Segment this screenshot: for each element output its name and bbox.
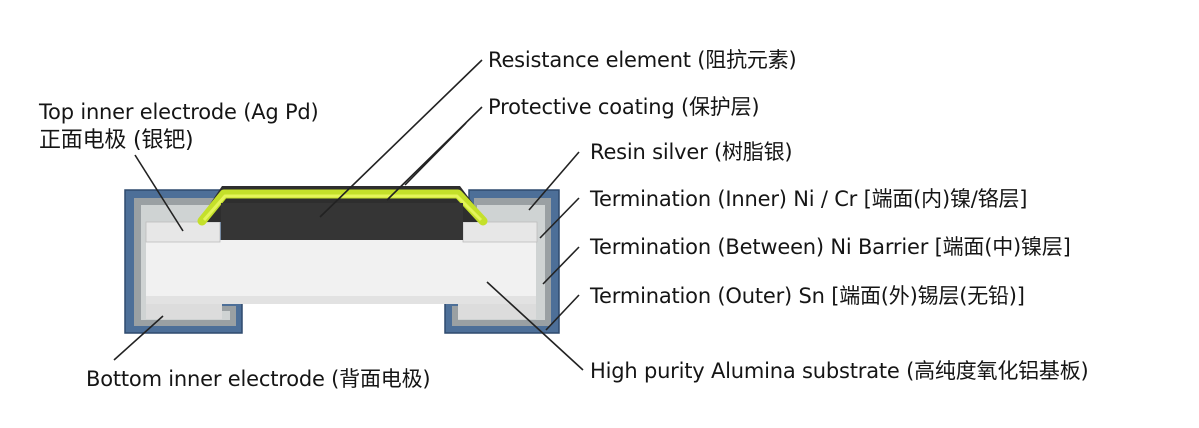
leader-bottom-inner-electrode: [113, 315, 164, 361]
bottom-left-inner-electrode: [146, 304, 222, 319]
label-resin-silver: Resin silver (树脂银): [590, 140, 793, 164]
label-top-inner-electrode-en: Top inner electrode (Ag Pd): [39, 100, 319, 124]
label-termination-outer: Termination (Outer) Sn [端面(外)锡层(无铅)]: [590, 284, 1025, 308]
resistance-element-texture: [221, 203, 463, 240]
label-termination-between: Termination (Between) Ni Barrier [端面(中)镍…: [590, 235, 1071, 259]
substrate-shadow: [146, 296, 536, 304]
leader-termination-outer: [545, 294, 580, 331]
label-bottom-inner-electrode: Bottom inner electrode (背面电极): [86, 367, 431, 391]
alumina-substrate: [146, 240, 536, 304]
leader-alumina-substrate: [486, 281, 584, 371]
leader-top-inner-electrode: [134, 154, 184, 232]
label-protective-coating: Protective coating (保护层): [488, 95, 760, 119]
leader-lines: [113, 59, 584, 371]
leader-protective-coating-2: [404, 122, 467, 186]
top-right-inner-electrode: [462, 221, 538, 243]
top-left-inner-electrode: [145, 221, 221, 243]
label-resistance-element: Resistance element (阻抗元素): [488, 48, 797, 72]
label-top-inner-electrode-zh: 正面电极 (银钯): [39, 128, 194, 153]
bottom-right-inner-electrode: [458, 304, 536, 319]
leader-termination-between: [542, 246, 580, 285]
resistance-element: [221, 203, 463, 240]
leader-protective-coating: [386, 106, 483, 201]
label-alumina-substrate: High purity Alumina substrate (高纯度氧化铝基板): [590, 359, 1089, 383]
leader-resin-silver: [528, 151, 580, 211]
leader-termination-inner: [539, 197, 580, 239]
label-termination-inner: Termination (Inner) Ni / Cr [端面(内)镍/铬层]: [590, 187, 1028, 211]
leader-resistance-element: [319, 59, 483, 218]
